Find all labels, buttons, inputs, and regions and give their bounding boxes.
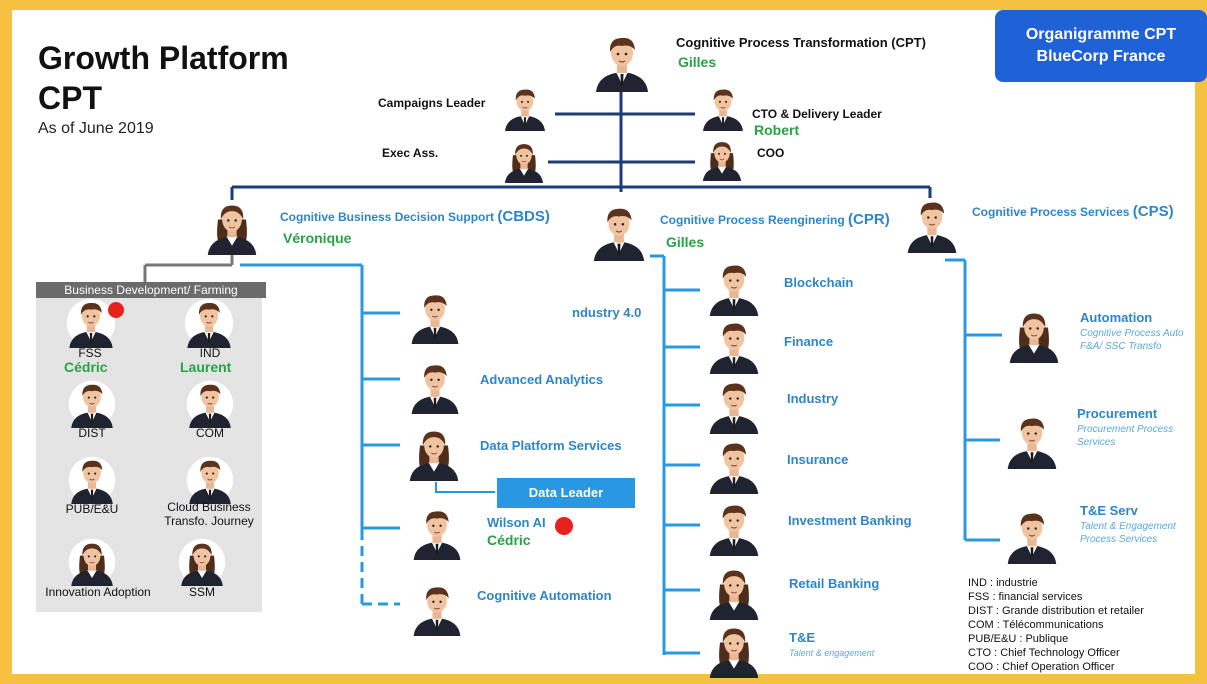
ind-label: IND bbox=[199, 346, 221, 360]
cloud-avatar bbox=[186, 456, 234, 504]
data-leader-box: Data Leader bbox=[497, 478, 635, 508]
as-of-date: As of June 2019 bbox=[38, 120, 154, 137]
te-serv-label: T&E Serv bbox=[1080, 503, 1138, 518]
cognitive-automation-avatar bbox=[410, 578, 464, 640]
pub-avatar bbox=[68, 456, 116, 504]
insurance-label: Insurance bbox=[787, 452, 849, 467]
dist-label: DIST bbox=[78, 426, 106, 440]
wilson-ai-name: Cédric bbox=[487, 532, 531, 548]
innovation-avatar bbox=[68, 538, 116, 586]
exec-ass-avatar bbox=[502, 136, 546, 186]
bizdev-header: Business Development/ Farming bbox=[36, 282, 266, 298]
innovation-label: Innovation Adoption bbox=[45, 585, 151, 599]
legend-item: FSS : financial services bbox=[968, 591, 1083, 603]
cpr-head-name: Gilles bbox=[666, 234, 705, 250]
cbds-head-name: Véronique bbox=[283, 230, 352, 246]
fss-avatar bbox=[66, 298, 116, 348]
legend-item: IND : industrie bbox=[968, 577, 1038, 589]
coo-label: COO bbox=[757, 146, 785, 160]
data-platform-label: Data Platform Services bbox=[480, 438, 622, 453]
blockchain-label: Blockchain bbox=[784, 275, 854, 290]
finance-label: Finance bbox=[784, 334, 834, 349]
com-avatar bbox=[186, 380, 234, 428]
cpt-head-name: Gilles bbox=[678, 54, 717, 70]
cbds-title: Cognitive Business Decision Support (CBD… bbox=[280, 208, 550, 225]
dist-avatar bbox=[68, 380, 116, 428]
ind-avatar bbox=[184, 298, 234, 348]
investment-banking-avatar bbox=[706, 498, 762, 558]
industry40-label: ndustry 4.0 bbox=[572, 305, 642, 320]
org-badge: Organigramme CPT BlueCorp France bbox=[995, 10, 1207, 82]
page-title: Growth Platform CPT bbox=[38, 40, 289, 116]
campaigns-leader-label: Campaigns Leader bbox=[378, 96, 486, 110]
advanced-analytics-avatar bbox=[408, 356, 462, 418]
retail-banking-label: Retail Banking bbox=[789, 576, 880, 591]
legend-item: COM : Télécommunications bbox=[968, 619, 1104, 631]
cpt-head-avatar bbox=[592, 28, 652, 96]
wilson-ai-label: Wilson AI bbox=[487, 515, 546, 530]
insurance-avatar bbox=[706, 436, 762, 496]
automation-avatar bbox=[1006, 304, 1062, 366]
legend-item: PUB/E&U : Publique bbox=[968, 633, 1069, 645]
legend-item: CTO : Chief Technology Officer bbox=[968, 647, 1120, 659]
coo-avatar bbox=[700, 134, 744, 184]
fss-name: Cédric bbox=[64, 359, 108, 375]
industry40-avatar bbox=[408, 286, 462, 348]
wilson-alert-dot bbox=[555, 517, 573, 535]
industry-label: Industry bbox=[787, 391, 839, 406]
procurement-label: Procurement bbox=[1077, 406, 1158, 421]
campaigns-leader-avatar bbox=[502, 82, 548, 134]
finance-avatar bbox=[706, 316, 762, 376]
wilson-ai-avatar bbox=[410, 502, 464, 564]
pub-label: PUB/E&U bbox=[65, 502, 119, 516]
te-avatar bbox=[706, 620, 762, 680]
fss-label: FSS bbox=[78, 346, 102, 360]
cto-label: CTO & Delivery Leader bbox=[752, 107, 882, 121]
ssm-avatar bbox=[178, 538, 226, 586]
cpr-head-avatar bbox=[590, 198, 648, 266]
legend-item: COO : Chief Operation Officer bbox=[968, 661, 1115, 673]
cto-avatar bbox=[700, 82, 746, 134]
ssm-label: SSM bbox=[188, 585, 215, 599]
te-serv-avatar bbox=[1004, 504, 1060, 568]
fss-alert-dot bbox=[108, 302, 124, 318]
retail-banking-avatar bbox=[706, 562, 762, 622]
com-label: COM bbox=[196, 426, 224, 440]
cto-name: Robert bbox=[754, 122, 800, 138]
te-sub: Talent & engagement bbox=[789, 648, 875, 658]
investment-banking-label: Investment Banking bbox=[788, 513, 912, 528]
cps-title: Cognitive Process Services (CPS) bbox=[972, 203, 1174, 220]
industry-avatar bbox=[706, 376, 762, 436]
cps-head-avatar bbox=[904, 193, 960, 257]
legend-item: DIST : Grande distribution et retailer bbox=[968, 605, 1144, 617]
data-platform-avatar bbox=[406, 422, 462, 484]
procurement-avatar bbox=[1004, 408, 1060, 474]
automation-label: Automation bbox=[1080, 310, 1153, 325]
te-label: T&E bbox=[789, 630, 815, 645]
ind-name: Laurent bbox=[180, 359, 232, 375]
cognitive-automation-label: Cognitive Automation bbox=[477, 588, 612, 603]
cbds-head-avatar bbox=[204, 196, 260, 258]
cpr-title: Cognitive Process Reenginering (CPR) bbox=[660, 211, 890, 228]
advanced-analytics-label: Advanced Analytics bbox=[480, 372, 604, 387]
blockchain-avatar bbox=[706, 258, 762, 318]
cpt-title: Cognitive Process Transformation (CPT) bbox=[676, 35, 926, 50]
exec-ass-label: Exec Ass. bbox=[382, 146, 439, 160]
abbreviation-legend: IND : industrie FSS : financial services… bbox=[968, 576, 1144, 674]
